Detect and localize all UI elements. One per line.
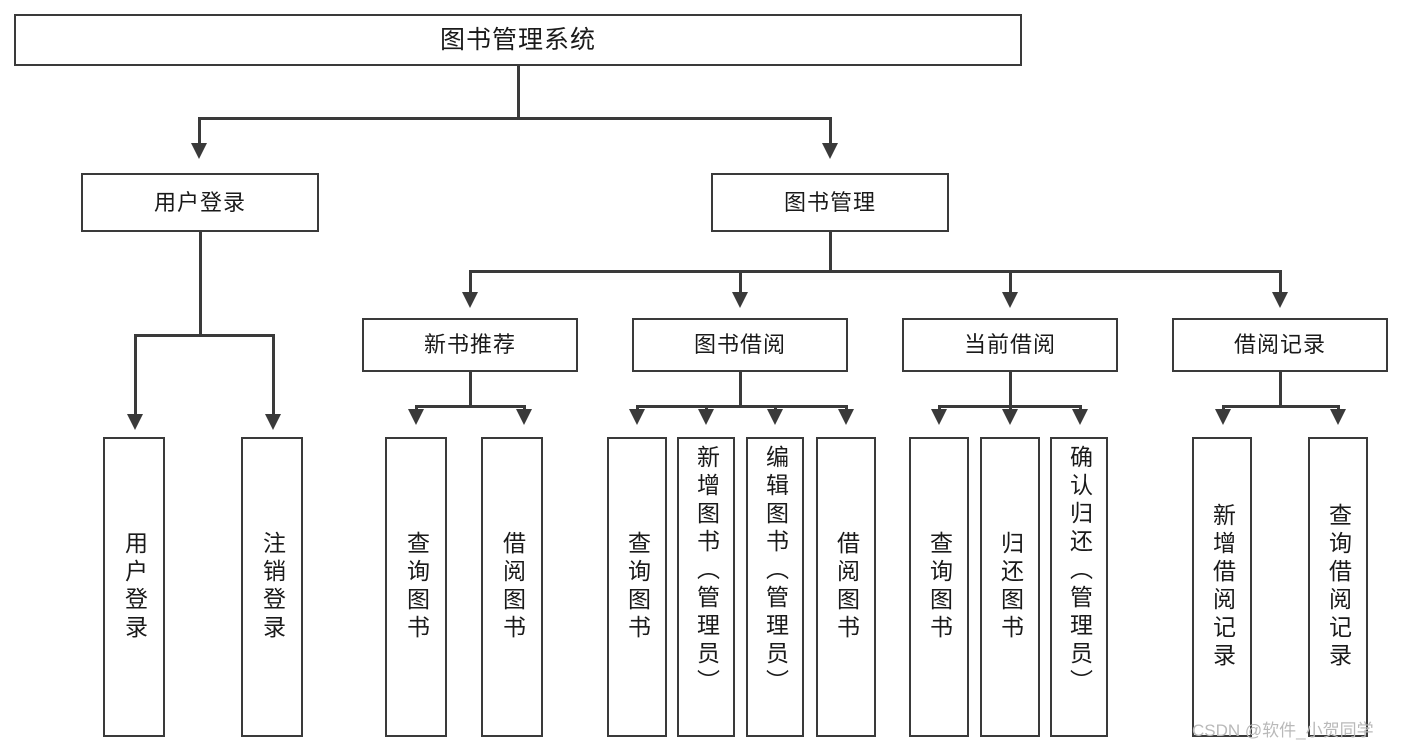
node-root-system[interactable]: 图书管理系统: [14, 14, 1022, 66]
node-user-login[interactable]: 用户登录: [81, 173, 319, 232]
connector-root-drop-2: [829, 117, 832, 147]
node-label: 图书借阅: [693, 332, 786, 357]
connector-borrow-record-stem: [1279, 372, 1282, 406]
node-borrow-record[interactable]: 借阅记录: [1172, 318, 1388, 372]
node-label: 用户登录: [121, 531, 148, 643]
node-label: 借阅图书: [499, 531, 526, 643]
arrow-book-manage-to-record: [1272, 292, 1288, 308]
node-book-manage[interactable]: 图书管理: [711, 173, 949, 232]
node-label: 当前借阅: [963, 332, 1056, 357]
connector-current-borrow-stem: [1009, 372, 1012, 406]
leaf-borrow-record-query[interactable]: 查询借阅记录: [1308, 437, 1368, 737]
node-label: 新书推荐: [423, 332, 516, 357]
leaf-borrow-record-add[interactable]: 新增借阅记录: [1192, 437, 1252, 737]
node-book-borrow[interactable]: 图书借阅: [632, 318, 848, 372]
arrow-book-manage-to-borrow: [732, 292, 748, 308]
node-label: 查询图书: [624, 531, 651, 643]
node-label: 用户登录: [153, 189, 246, 215]
connector-new-book-bus: [415, 405, 525, 408]
connector-root-drop-1: [198, 117, 201, 147]
node-label: 查询图书: [403, 531, 430, 643]
arrow-current-borrow-to-leaf-1: [931, 409, 947, 425]
connector-borrow-record-bus: [1222, 405, 1339, 408]
connector-book-manage-drop-1: [469, 270, 472, 296]
connector-book-manage-bus: [469, 270, 1280, 273]
connector-book-borrow-stem: [739, 372, 742, 406]
node-current-borrow[interactable]: 当前借阅: [902, 318, 1118, 372]
leaf-user-login-logout[interactable]: 注销登录: [241, 437, 303, 737]
arrow-book-borrow-to-leaf-3: [767, 409, 783, 425]
connector-book-manage-stem: [829, 232, 832, 271]
leaf-book-borrow-add[interactable]: 新增图书（管理员）: [677, 437, 735, 737]
connector-book-manage-drop-2: [739, 270, 742, 296]
arrow-book-borrow-to-leaf-1: [629, 409, 645, 425]
connector-new-book-stem: [469, 372, 472, 406]
arrow-root-to-book-manage: [822, 143, 838, 159]
arrow-current-borrow-to-leaf-3: [1072, 409, 1088, 425]
connector-book-manage-drop-4: [1279, 270, 1282, 296]
arrow-book-manage-to-new-book: [462, 292, 478, 308]
node-label: 图书管理: [783, 189, 876, 215]
leaf-book-borrow-edit[interactable]: 编辑图书（管理员）: [746, 437, 804, 737]
connector-user-login-drop-2: [272, 334, 275, 418]
connector-user-login-stem: [199, 232, 202, 335]
leaf-current-borrow-return[interactable]: 归还图书: [980, 437, 1040, 737]
arrow-root-to-user-login: [191, 143, 207, 159]
node-label: 新增图书（管理员）: [693, 445, 720, 697]
arrow-book-borrow-to-leaf-2: [698, 409, 714, 425]
node-label: 归还图书: [997, 531, 1024, 643]
node-new-book-recommend[interactable]: 新书推荐: [362, 318, 578, 372]
arrow-book-manage-to-current: [1002, 292, 1018, 308]
node-label: 查询借阅记录: [1325, 503, 1352, 671]
node-label: 借阅记录: [1233, 332, 1326, 357]
leaf-book-borrow-borrow[interactable]: 借阅图书: [816, 437, 876, 737]
node-label: 查询图书: [926, 531, 953, 643]
csdn-watermark: CSDN @软件_小贺同学: [1192, 721, 1374, 740]
leaf-new-book-borrow[interactable]: 借阅图书: [481, 437, 543, 737]
leaf-new-book-query[interactable]: 查询图书: [385, 437, 447, 737]
arrow-current-borrow-to-leaf-2: [1002, 409, 1018, 425]
connector-root-bus: [198, 117, 831, 120]
arrow-book-borrow-to-leaf-4: [838, 409, 854, 425]
leaf-current-borrow-query[interactable]: 查询图书: [909, 437, 969, 737]
node-label: 借阅图书: [833, 531, 860, 643]
connector-root-stem: [517, 66, 520, 118]
node-label: 确认归还（管理员）: [1066, 445, 1093, 697]
connector-user-login-drop-1: [134, 334, 137, 418]
arrow-borrow-record-to-leaf-2: [1330, 409, 1346, 425]
arrow-borrow-record-to-leaf-1: [1215, 409, 1231, 425]
node-label: 图书管理系统: [439, 25, 596, 54]
leaf-user-login-login[interactable]: 用户登录: [103, 437, 165, 737]
arrow-new-book-to-leaf-1: [408, 409, 424, 425]
node-label: 编辑图书（管理员）: [762, 445, 789, 697]
connector-book-borrow-bus: [636, 405, 847, 408]
node-label: 注销登录: [259, 531, 286, 643]
arrow-user-login-to-leaf-1: [127, 414, 143, 430]
connector-user-login-bus: [134, 334, 274, 337]
leaf-current-borrow-confirm[interactable]: 确认归还（管理员）: [1050, 437, 1108, 737]
arrow-user-login-to-leaf-2: [265, 414, 281, 430]
connector-book-manage-drop-3: [1009, 270, 1012, 296]
arrow-new-book-to-leaf-2: [516, 409, 532, 425]
leaf-book-borrow-query[interactable]: 查询图书: [607, 437, 667, 737]
node-label: 新增借阅记录: [1209, 503, 1236, 671]
